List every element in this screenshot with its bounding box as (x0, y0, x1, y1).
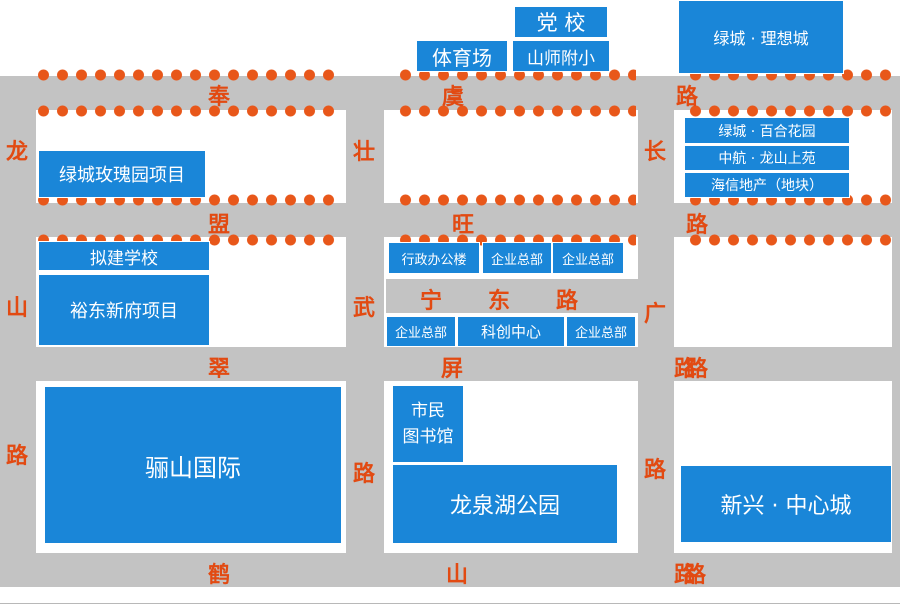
label-longshan-road: 龙 山 路 (4, 140, 30, 470)
label-mengwang-text: 盟旺 (208, 213, 697, 238)
label-zhuangwu-char2: 武 (352, 296, 375, 321)
building-kechuang-zhongxin: 科创中心 (457, 316, 565, 347)
building-lishan-guoji: 骊山国际 (44, 386, 342, 544)
label-heshan-lu: 路 (674, 557, 704, 588)
building-xingzheng-lou: 行政办公楼 (388, 242, 480, 274)
building-lvcheng-lixiang: 绿城 · 理想城 (678, 0, 844, 74)
road-mengwang (0, 203, 900, 237)
building-dangxiao: 党 校 (514, 6, 608, 38)
building-shanshi-fuxiao: 山师附小 (512, 40, 610, 72)
label-zhuangwu-char1: 壮 (352, 140, 375, 165)
label-heshan-text: 鹤山路 (208, 563, 900, 588)
label-changguang-char3: 路 (643, 458, 666, 483)
dotline-fenghu-bottom-west (34, 104, 340, 118)
label-longshan-char2: 山 (5, 296, 28, 321)
label-fenghu-road: 奉虞路 (208, 79, 708, 110)
label-heshan-lu-text: 路 (674, 563, 697, 588)
building-nijian-xuexiao: 拟建学校 (38, 241, 210, 271)
road-east-edge (892, 76, 900, 587)
building-haixin: 海信地产（地块） (684, 172, 850, 198)
building-longquanhu: 龙泉湖公园 (392, 464, 618, 544)
label-mengwang-lu-text: 路 (686, 213, 709, 238)
building-qiye-zongbu-2: 企业总部 (552, 242, 624, 274)
label-changguang-char1: 长 (643, 140, 666, 165)
road-longshan (0, 76, 36, 587)
dotline-fenghu-bottom-mid (396, 104, 636, 118)
road-changguang (638, 76, 674, 587)
building-shimin-tushuguan: 市民 图书馆 (392, 385, 464, 463)
building-xinxing-zhongxin: 新兴 · 中心城 (680, 465, 892, 543)
label-mengwang-lu: 路 (686, 207, 716, 238)
road-zhuangwu (346, 76, 384, 587)
label-ningdong-road: 宁东路 (420, 283, 620, 314)
building-lvcheng-baihe: 绿城 · 百合花园 (684, 117, 850, 144)
label-cuiping-lu-text: 路 (686, 357, 709, 382)
label-cuiping-lu: 路 (686, 351, 716, 382)
dotline-mengwang-top-mid (396, 193, 636, 207)
building-qiye-zongbu-1: 企业总部 (482, 242, 552, 274)
building-qiye-zongbu-3: 企业总部 (386, 316, 456, 347)
dotline-fenghu-top-west (34, 68, 340, 82)
bottom-divider (0, 603, 900, 604)
road-heshan (0, 553, 900, 587)
building-zhonghang-longshan: 中航 · 龙山上苑 (684, 145, 850, 171)
label-cuiping-text: 翠屏路 (208, 357, 900, 382)
building-yudong-xinfu: 裕东新府项目 (38, 274, 210, 346)
label-heshan-road: 鹤山路 (208, 557, 728, 588)
label-zhuangwu-char3: 路 (352, 462, 375, 487)
label-mengwang-road: 盟旺 (208, 207, 474, 238)
label-fenghu-text: 奉虞路 (208, 85, 900, 110)
building-lvcheng-meigui: 绿城玫瑰园项目 (38, 150, 206, 198)
building-qiye-zongbu-4: 企业总部 (566, 316, 636, 347)
label-cuiping-road: 翠屏路 (208, 351, 728, 382)
label-zhuangwu-road: 壮 武 路 (351, 140, 377, 488)
label-changguang-road: 长 广 路 (642, 140, 668, 484)
dotline-mengwang-bottom-east (686, 233, 896, 247)
dotline-fenghu-bottom-east (686, 104, 896, 118)
road-ningdong (386, 279, 638, 313)
label-longshan-char1: 龙 (5, 140, 28, 165)
road-cuiping (0, 347, 900, 381)
label-ningdong-text: 宁东路 (420, 289, 625, 314)
label-changguang-char2: 广 (643, 302, 666, 327)
label-longshan-char3: 路 (5, 444, 28, 469)
building-tiyuchang: 体育场 (416, 40, 508, 72)
